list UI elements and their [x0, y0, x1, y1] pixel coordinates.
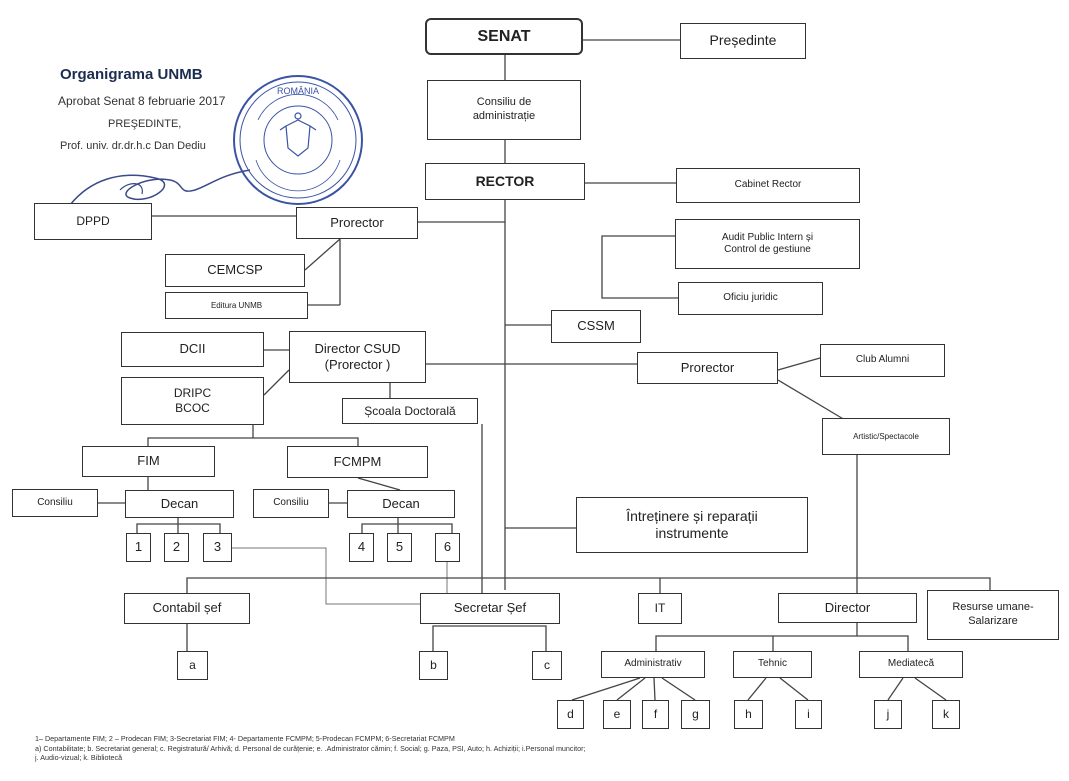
unit-2-box: 2 [164, 533, 189, 562]
scoala-doctorala-box: Școala Doctorală [342, 398, 478, 424]
unit-1-box: 1 [126, 533, 151, 562]
handwritten-signature [69, 169, 251, 206]
secretar-sef-box: Secretar Șef [420, 593, 560, 624]
intretinere-box: Întreținere și reparații instrumente [576, 497, 808, 553]
unit-5-box: 5 [387, 533, 412, 562]
chart-title: Organigrama UNMB [60, 66, 203, 83]
rector-box: RECTOR [425, 163, 585, 200]
unit-3-box: 3 [203, 533, 232, 562]
decan-fcmpm-box: Decan [347, 490, 455, 518]
approval-note: Aprobat Senat 8 februarie 2017 [58, 94, 226, 108]
unit-b-box: b [419, 651, 448, 680]
fcmpm-box: FCMPM [287, 446, 428, 478]
director-csud-box: Director CSUD (Prorector ) [289, 331, 426, 383]
resurse-umane-box: Resurse umane- Salarizare [927, 590, 1059, 640]
artistic-spectacole-box: Artistic/Spectacole [822, 418, 950, 455]
cabinet-rector-box: Cabinet Rector [676, 168, 860, 203]
club-alumni-box: Club Alumni [820, 344, 945, 377]
dripc-box: DRIPC BCOC [121, 377, 264, 425]
prorector-box-2: Prorector [637, 352, 778, 384]
presedinte-box: Președinte [680, 23, 806, 59]
official-stamp: ROMÂNIA [233, 75, 363, 205]
unit-k-box: k [932, 700, 960, 729]
contabil-sef-box: Contabil șef [124, 593, 250, 624]
mediateca-box: Mediatecă [859, 651, 963, 678]
oficiu-juridic-box: Oficiu juridic [678, 282, 823, 315]
tehnic-box: Tehnic [733, 651, 812, 678]
decan-fim-box: Decan [125, 490, 234, 518]
signatory-name: Prof. univ. dr.dr.h.c Dan Dediu [60, 140, 206, 152]
president-title: PREŞEDINTE, [108, 118, 182, 130]
fim-box: FIM [82, 446, 215, 477]
unit-h-box: h [734, 700, 763, 729]
it-box: IT [638, 593, 682, 624]
dcii-box: DCII [121, 332, 264, 367]
unit-a-box: a [177, 651, 208, 680]
stamp-country-text: ROMÂNIA [277, 86, 319, 96]
unit-f-box: f [642, 700, 669, 729]
prorector-box-1: Prorector [296, 207, 418, 239]
audit-box: Audit Public Intern și Control de gestiu… [675, 219, 860, 269]
administrativ-box: Administrativ [601, 651, 705, 678]
unit-g-box: g [681, 700, 710, 729]
unit-4-box: 4 [349, 533, 374, 562]
consiliu-administratie-box: Consiliu de administrație [427, 80, 581, 140]
unit-d-box: d [557, 700, 584, 729]
dppd-box: DPPD [34, 203, 152, 240]
director-box: Director [778, 593, 917, 623]
unit-j-box: j [874, 700, 902, 729]
coat-of-arms-icon [279, 112, 317, 157]
unit-e-box: e [603, 700, 631, 729]
unit-6-box: 6 [435, 533, 460, 562]
consiliu-fim-box: Consiliu [12, 489, 98, 517]
cemcsp-box: CEMCSP [165, 254, 305, 287]
legend-footnote: 1– Departamente FIM; 2 – Prodecan FIM; 3… [35, 734, 586, 763]
consiliu-fcmpm-box: Consiliu [253, 489, 329, 518]
senat-box: SENAT [425, 18, 583, 55]
unit-c-box: c [532, 651, 562, 680]
editura-box: Editura UNMB [165, 292, 308, 319]
cssm-box: CSSM [551, 310, 641, 343]
unit-i-box: i [795, 700, 822, 729]
